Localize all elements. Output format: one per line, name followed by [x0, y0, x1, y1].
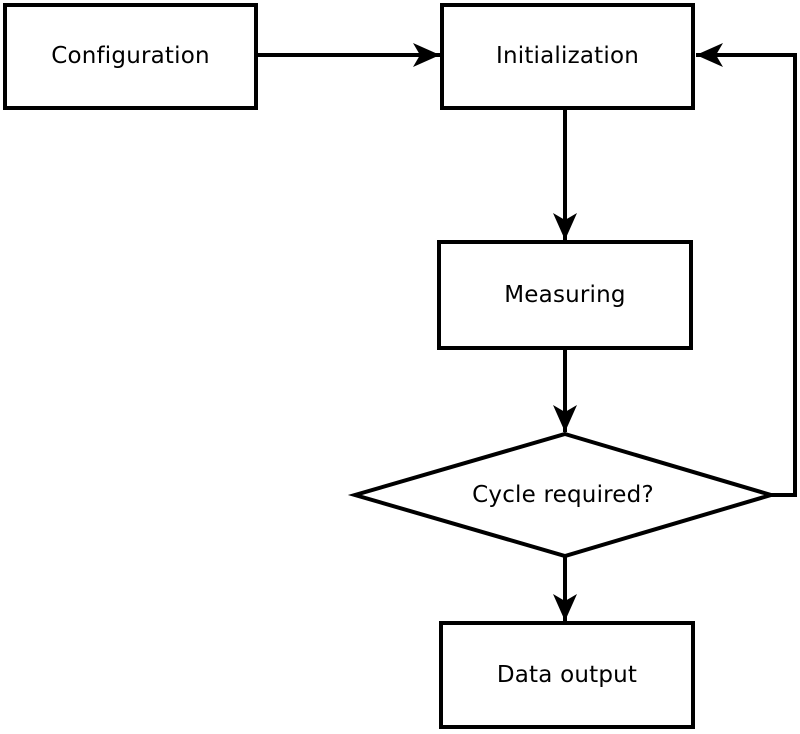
- initialization-box: [440, 3, 695, 110]
- configuration-box: [3, 3, 258, 110]
- edge-cycle-required-to-initialization-loop: [696, 43, 797, 497]
- data-output-box: [439, 621, 695, 729]
- cycle-required-diamond: [347, 431, 779, 559]
- measuring-box: [437, 240, 693, 350]
